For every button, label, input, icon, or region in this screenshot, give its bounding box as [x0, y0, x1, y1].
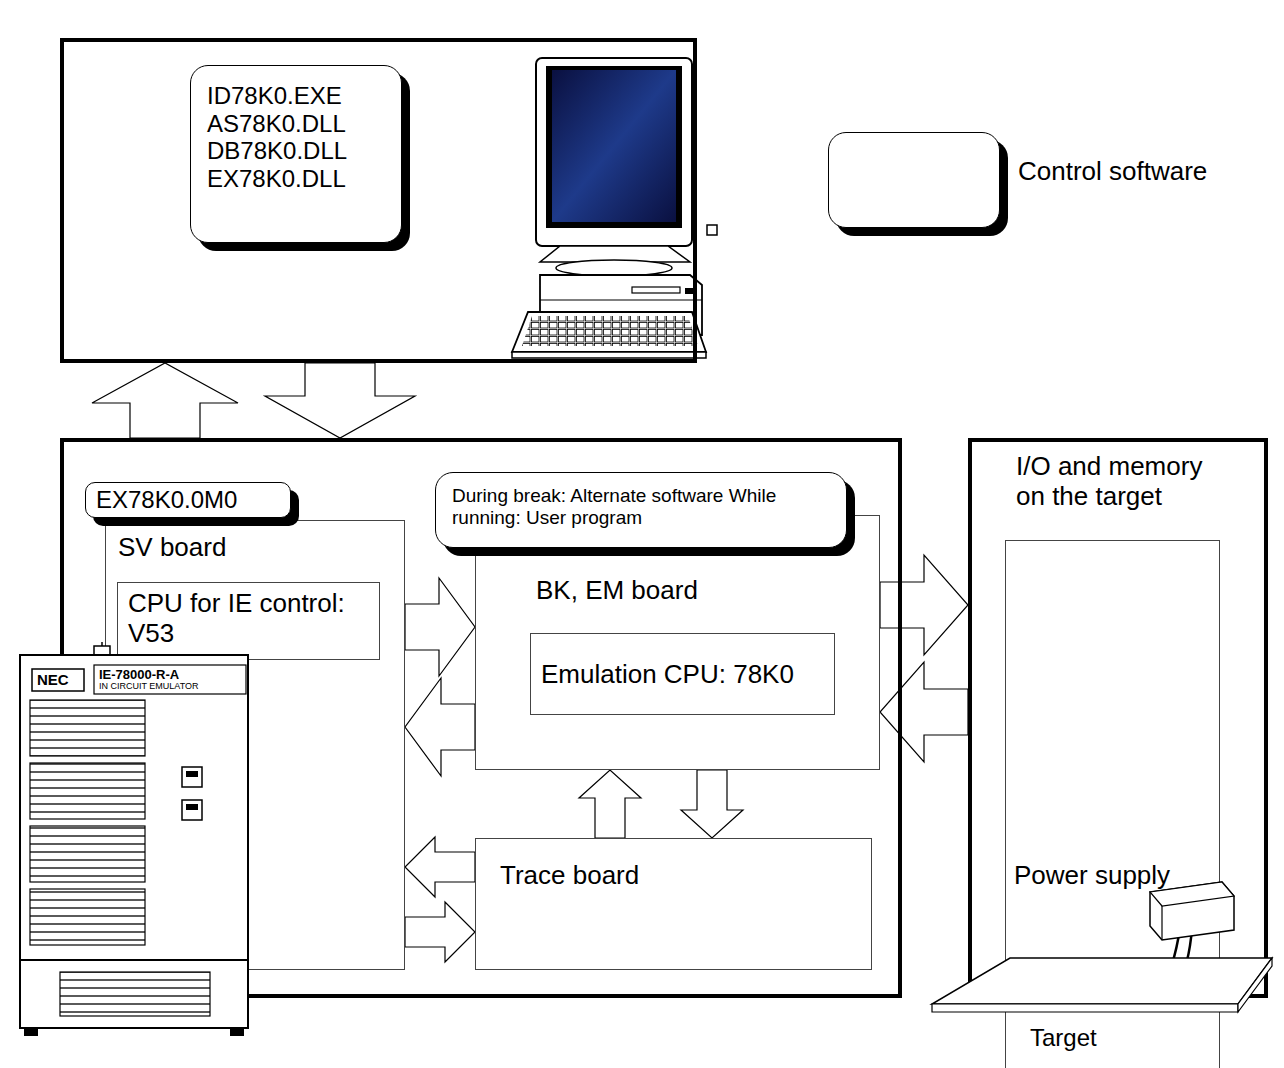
block-arrow [405, 578, 475, 676]
block-arrow [265, 363, 415, 438]
node-text: BK, EM board [536, 576, 819, 606]
board-box: CPU for IE control: V53 [117, 582, 380, 660]
node-text: CPU for IE control: V53 [128, 589, 368, 649]
block-arrow [92, 363, 238, 438]
block-arrow [405, 837, 475, 897]
rounded-box: During break: Alternate software While r… [435, 472, 847, 548]
emulator-label: IN CIRCUIT EMULATOR [99, 681, 199, 691]
node-text: ID78K0.EXE AS78K0.DLL DB78K0.DLL EX78K0.… [207, 82, 385, 192]
node-text: EX78K0.0M0 [96, 486, 280, 514]
block-arrow [681, 770, 743, 838]
rounded-box: EX78K0.0M0 [85, 482, 291, 518]
board-box: Trace board [475, 838, 872, 970]
node-text: SV board [118, 533, 392, 563]
block-arrow [579, 770, 641, 838]
board-box: Emulation CPU: 78K0 [530, 633, 835, 715]
block-arrow [405, 678, 475, 776]
node-text: Power supply [1014, 861, 1211, 891]
rounded-box: ID78K0.EXE AS78K0.DLL DB78K0.DLL EX78K0.… [190, 65, 402, 243]
target-label: Target [1030, 1024, 1097, 1052]
legend-sample [828, 132, 1000, 228]
block-arrow [405, 902, 475, 962]
block-arrow [880, 555, 968, 655]
node-text: Emulation CPU: 78K0 [541, 660, 824, 690]
unit-box: ID78K0.EXE AS78K0.DLL DB78K0.DLL EX78K0.… [60, 38, 697, 363]
node-text: Trace board [500, 861, 847, 891]
legend-text: Control software [1018, 156, 1207, 187]
node-text: I/O and memory on the target [1016, 452, 1220, 512]
board-box: BK, EM boardEmulation CPU: 78K0 [475, 515, 880, 770]
emulator-label: IE-78000-R-A [99, 667, 179, 682]
node-text: During break: Alternate software While r… [452, 485, 782, 529]
emulator-label: NEC [37, 671, 69, 688]
block-arrow [880, 662, 968, 762]
